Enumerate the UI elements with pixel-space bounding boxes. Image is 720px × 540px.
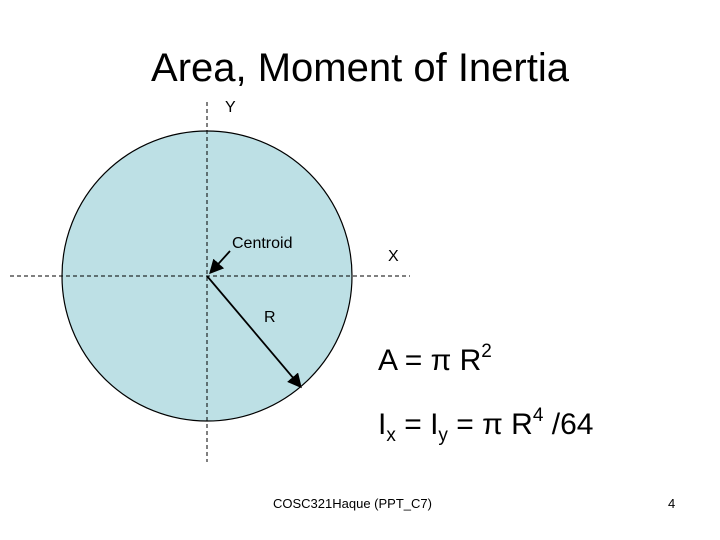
centroid-label: Centroid [232, 235, 293, 252]
slide-title: Area, Moment of Inertia [151, 46, 569, 90]
inertia-divisor: /64 [551, 408, 594, 441]
area-exponent: 2 [481, 341, 492, 362]
iy-base: I [430, 408, 439, 441]
inertia-formula: Ix = Iy = π R4 /64 [378, 398, 593, 454]
ix-subscript: x [386, 425, 396, 446]
area-rhs: π R [430, 344, 482, 377]
x-axis-label: X [388, 248, 399, 265]
area-lhs: A [378, 344, 397, 377]
inertia-equals-1: = [404, 408, 422, 441]
centroid-pointer-arrow [209, 250, 231, 275]
inertia-exponent: 4 [532, 405, 544, 426]
y-axis-label: Y [225, 99, 236, 116]
radius-label: R [264, 309, 276, 326]
inertia-rhs: = π R [456, 408, 533, 441]
page-number: 4 [668, 496, 676, 511]
iy-subscript: y [438, 425, 448, 446]
area-formula: A = π R2 [378, 334, 492, 379]
ix-base: I [378, 408, 387, 441]
area-equals: = [404, 344, 423, 377]
footer-text: COSC321Haque (PPT_C7) [273, 496, 432, 511]
radius-arrow [206, 275, 302, 389]
